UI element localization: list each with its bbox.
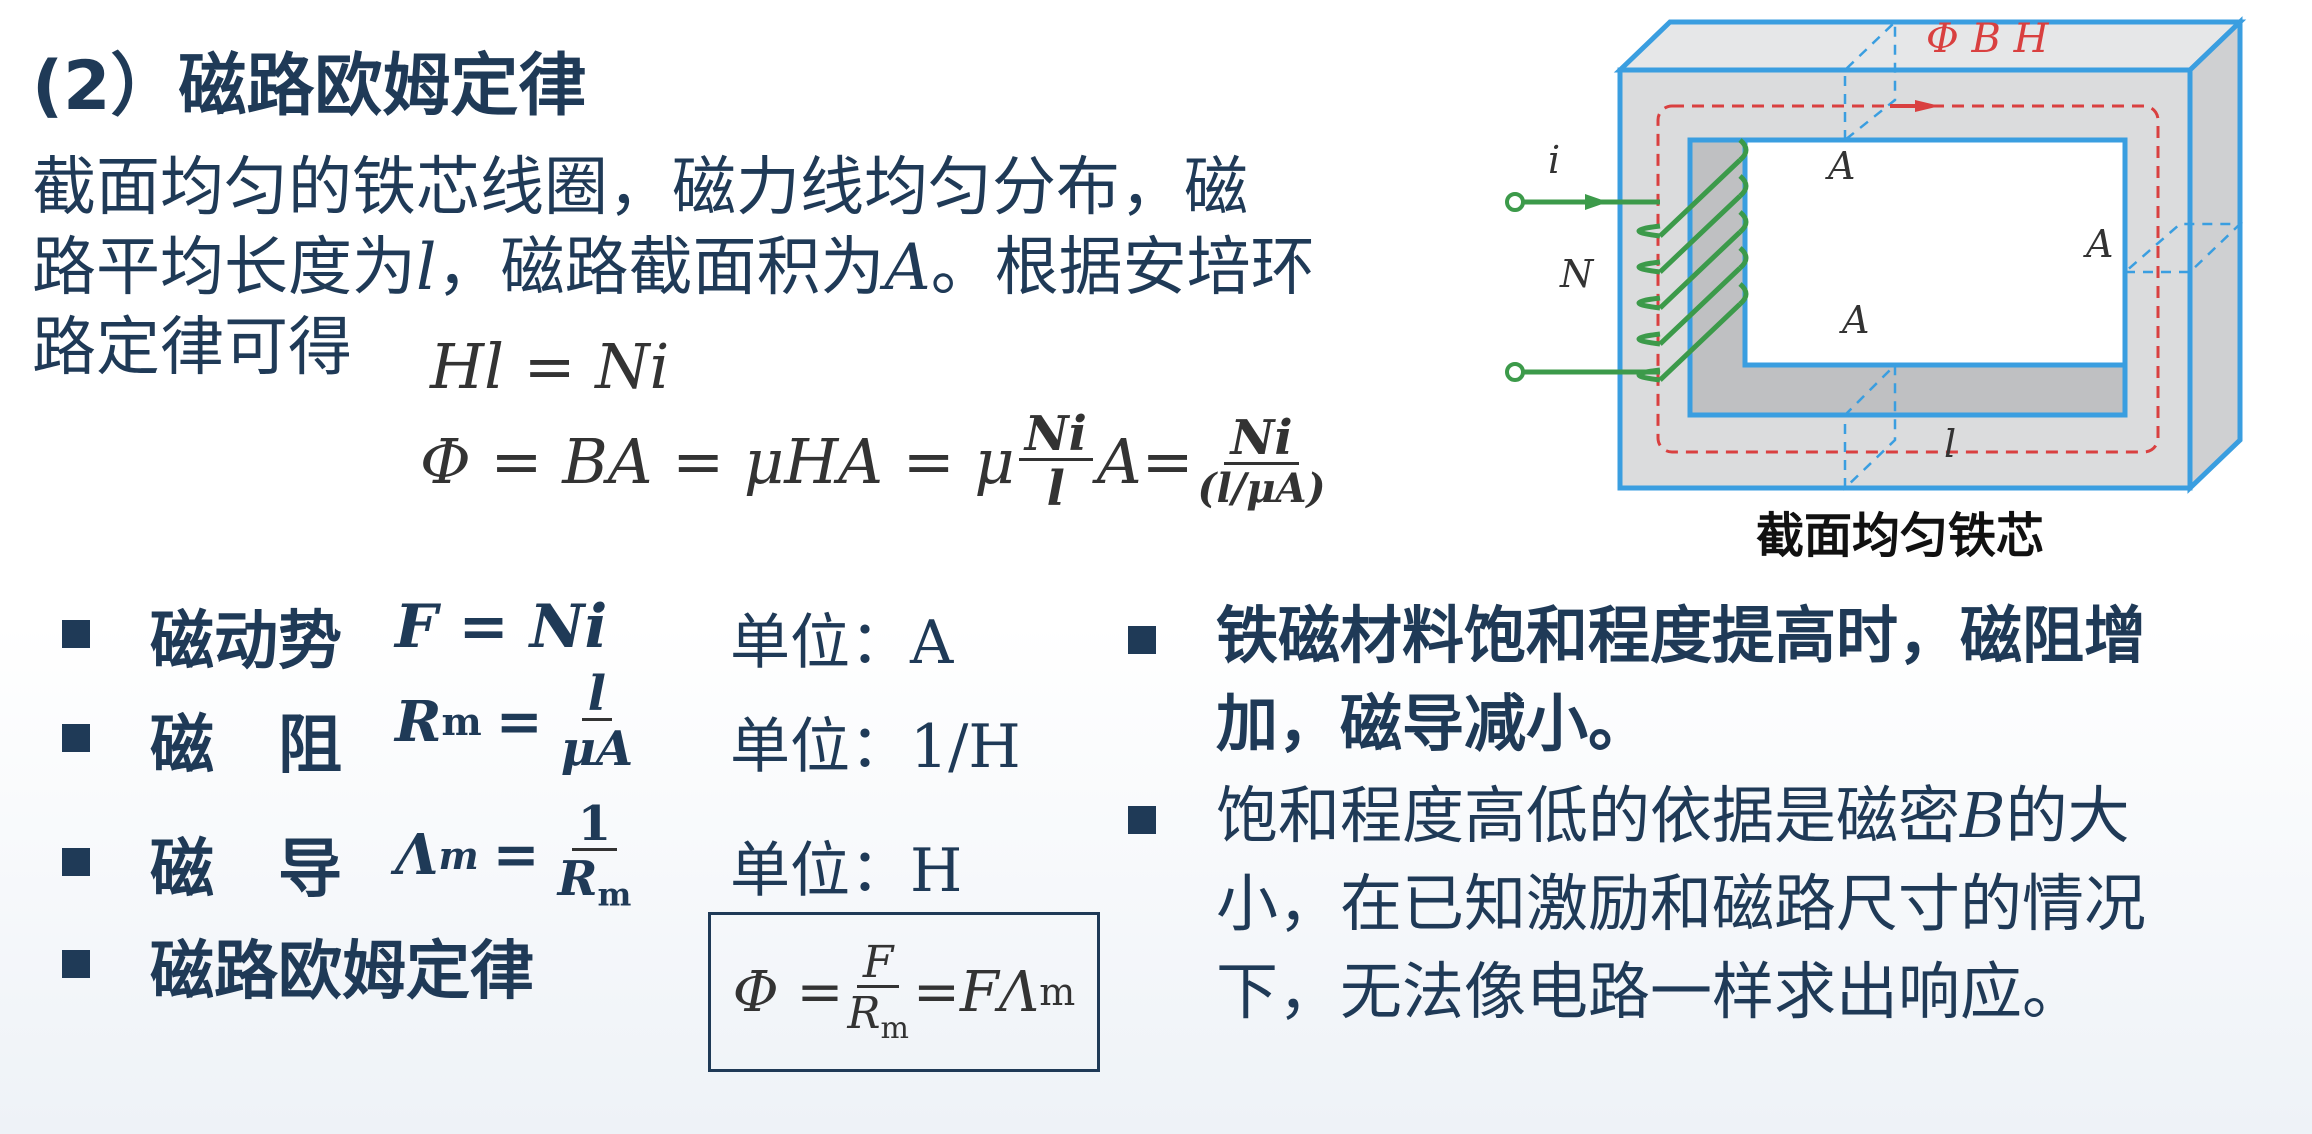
mmf-unit: 单位：A: [730, 594, 953, 681]
bullet-permeance-label: 磁 导: [150, 833, 342, 907]
fraction: Ni l: [1018, 410, 1093, 517]
core-window-depth: [1687, 137, 2128, 418]
flux-lhs: Φ = BA = μHA = μ: [420, 425, 1015, 498]
fraction-denominator: Rm: [558, 851, 632, 911]
eq-subscript: m: [438, 832, 479, 878]
bullet-marker: [62, 950, 90, 978]
var-B: B: [1960, 779, 2006, 852]
note-line: 小，在已知激励和磁路尺寸的情况: [1216, 867, 2147, 940]
statement-line: 铁磁材料饱和程度提高时，磁阻增: [1216, 599, 2147, 672]
label-i: i: [1548, 138, 1561, 182]
iron-core-diagram: [1505, 16, 2247, 494]
intro-text: 。根据安培环: [930, 231, 1315, 305]
label-l: l: [1944, 422, 1957, 466]
fraction-numerator: 1: [571, 800, 618, 851]
core-side-face: [2187, 16, 2243, 494]
intro-text: ，磁路截面积为: [436, 231, 885, 305]
fraction-denominator: (l/μA): [1197, 465, 1326, 512]
diagram-caption: 截面均匀铁芯: [1756, 508, 2045, 564]
bullet-marker: [62, 724, 90, 752]
fraction-numerator: Ni: [1018, 410, 1093, 461]
den-subscript: m: [597, 875, 632, 914]
bullet-reluctance-label: 磁 阻: [150, 709, 342, 783]
bullet-marker: [1128, 626, 1156, 654]
bullet-ohm-law-label: 磁路欧姆定律: [150, 935, 534, 1009]
unit-label: 单位：: [730, 836, 910, 906]
intro-paragraph: 截面均匀的铁芯线圈，磁力线均匀分布，磁 路平均长度为l，磁路截面积为A。根据安培…: [32, 148, 1432, 388]
label-A-top: A: [1828, 144, 1856, 188]
fraction-numerator: l: [581, 670, 612, 721]
fraction-denominator: μA: [560, 721, 634, 777]
intro-text: 路平均长度为: [32, 231, 416, 305]
ohm-rhs: =FΛ: [912, 959, 1040, 1025]
saturation-statement: 铁磁材料饱和程度提高时，磁阻增 加，磁导减小。: [1216, 592, 2296, 768]
fraction: l μA: [561, 670, 633, 773]
fraction-denominator: Rm: [847, 988, 909, 1044]
den-subscript: m: [880, 1010, 909, 1046]
label-A-right: A: [2086, 222, 2114, 266]
ampere-equation: Hl = Ni: [430, 330, 670, 403]
unit-value: H: [910, 836, 963, 906]
intro-line-3: 路定律可得: [32, 311, 352, 385]
fraction: Ni (l/μA): [1198, 414, 1326, 509]
bullet-marker: [62, 848, 90, 876]
cross-section-marks: [1843, 19, 2244, 491]
fraction: 1 Rm: [558, 800, 632, 911]
saturation-note: 饱和程度高低的依据是磁密B的大 小，在已知激励和磁路尺寸的情况 下，无法像电路一…: [1216, 772, 2296, 1036]
den-symbol: R: [557, 851, 598, 907]
fraction-numerator: Ni: [1224, 414, 1299, 465]
intro-line-2: 路平均长度为l，磁路截面积为A。根据安培环: [32, 228, 1432, 308]
reluctance-unit: 单位：1/H: [730, 698, 1021, 785]
fraction-numerator: F: [856, 940, 900, 988]
bullet-marker: [62, 620, 90, 648]
intro-line-1: 截面均匀的铁芯线圈，磁力线均匀分布，磁: [32, 151, 1248, 225]
ohm-rhs-subscript: m: [1039, 970, 1076, 1014]
bullet-marker: [1128, 806, 1156, 834]
label-A-bottom: A: [1842, 298, 1870, 342]
terminal-bottom: [1505, 362, 1525, 382]
eq-symbol: R: [395, 688, 442, 755]
fraction-denominator: l: [1046, 461, 1065, 517]
permeance-unit: 单位：H: [730, 822, 962, 909]
mmf-equation: F = Ni: [395, 592, 608, 662]
eq-subscript: m: [441, 699, 482, 744]
eq-symbol: Λ: [395, 822, 439, 889]
terminal-top: [1505, 192, 1525, 212]
ohm-lhs: Φ =: [732, 959, 844, 1025]
unit-label: 单位：: [730, 608, 910, 678]
label-phi-b-h: Φ B H: [1926, 16, 2049, 62]
bullet-mmf-label: 磁动势: [150, 605, 342, 679]
current-arrow: [1585, 194, 1608, 210]
note-text: 饱和程度高低的依据是磁密: [1216, 779, 1961, 852]
fraction: F Rm: [847, 940, 909, 1044]
flux-equation: Φ = BA = μHA = μ Ni l A= Ni (l/μA): [420, 410, 1330, 513]
var-l: l: [416, 231, 437, 305]
note-text: 的大: [2005, 779, 2130, 852]
note-line: 饱和程度高低的依据是磁密B的大: [1216, 772, 2296, 860]
label-N: N: [1560, 252, 1594, 296]
coil: [1520, 138, 1749, 383]
note-line: 下，无法像电路一样求出响应。: [1216, 955, 2085, 1028]
var-A: A: [884, 231, 931, 305]
unit-value: A: [910, 608, 954, 678]
den-symbol: R: [847, 987, 881, 1039]
flux-path: [1656, 104, 2160, 454]
unit-value: 1/H: [910, 712, 1021, 782]
unit-label: 单位：: [730, 712, 910, 782]
statement-line: 加，磁导减小。: [1216, 687, 1651, 760]
flux-mid: A=: [1096, 425, 1194, 498]
section-title: (2）磁路欧姆定律: [32, 47, 587, 126]
